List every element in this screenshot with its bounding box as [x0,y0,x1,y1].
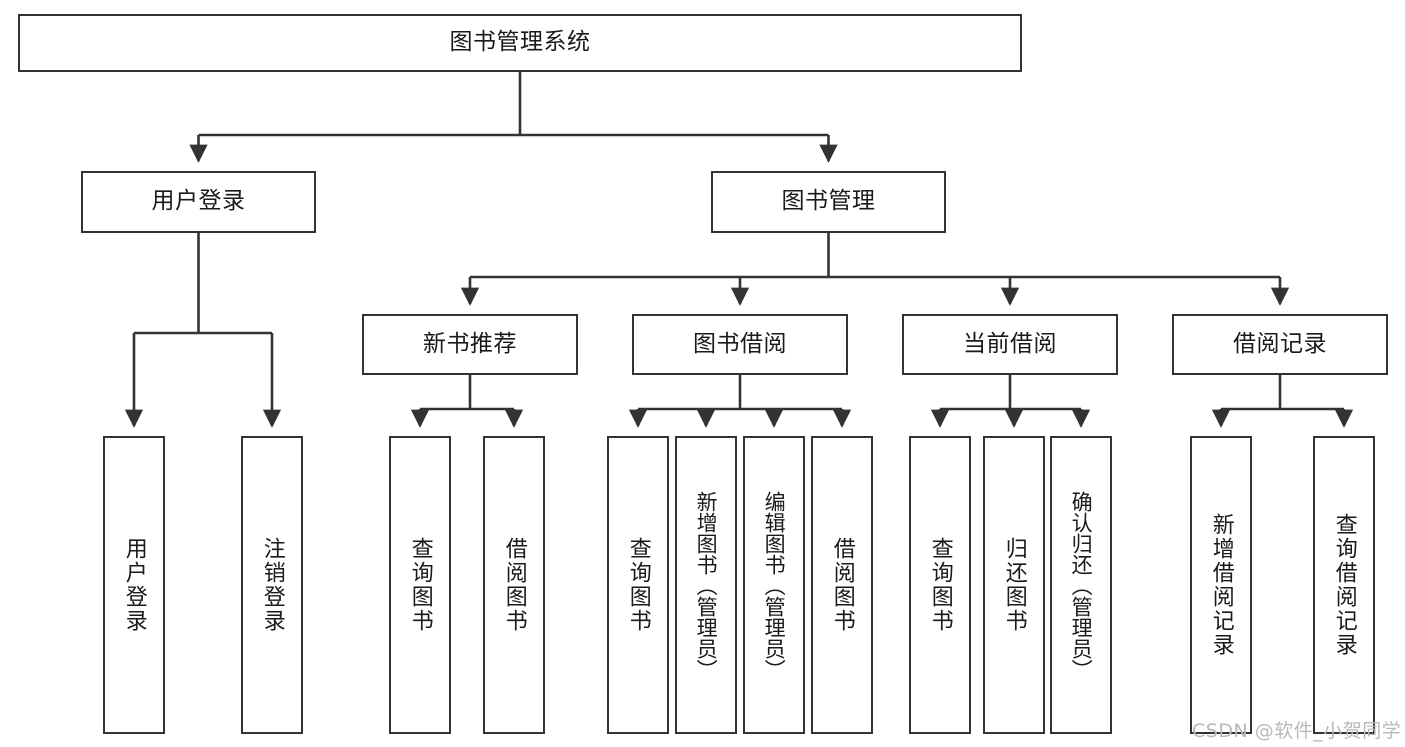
leaf-borrow-book-recommend[interactable]: 借阅图书 [483,436,545,734]
node-new-book-recommend[interactable]: 新书推荐 [362,314,578,375]
csdn-watermark: CSDN @软件_小贺同学 [1192,720,1402,742]
leaf-label: 查询图书 [927,537,953,633]
leaf-confirm-return-admin[interactable]: 确认归还（管理员） [1050,436,1112,734]
leaf-label: 借阅图书 [501,537,527,633]
leaf-label: 查询图书 [407,537,433,633]
leaf-add-book-admin[interactable]: 新增图书（管理员） [675,436,737,734]
node-user-login-label: 用户登录 [151,188,246,215]
node-book-management-label: 图书管理 [781,188,876,215]
node-book-management[interactable]: 图书管理 [711,171,946,233]
leaf-label: 新增图书（管理员） [694,490,719,680]
leaf-label: 归还图书 [1001,537,1027,633]
leaf-edit-book-admin[interactable]: 编辑图书（管理员） [743,436,805,734]
node-user-login[interactable]: 用户登录 [81,171,316,233]
node-current-borrow[interactable]: 当前借阅 [902,314,1118,375]
leaf-query-book-recommend[interactable]: 查询图书 [389,436,451,734]
node-borrow-record[interactable]: 借阅记录 [1172,314,1388,375]
node-book-borrow[interactable]: 图书借阅 [632,314,848,375]
node-book-borrow-label: 图书借阅 [693,330,787,357]
node-root[interactable]: 图书管理系统 [18,14,1022,72]
node-new-book-recommend-label: 新书推荐 [423,330,517,357]
leaf-query-borrow-record[interactable]: 查询借阅记录 [1313,436,1375,734]
leaf-label: 新增借阅记录 [1208,513,1234,657]
leaf-label: 确认归还（管理员） [1069,490,1094,680]
leaf-query-book[interactable]: 查询图书 [607,436,669,734]
node-root-label: 图书管理系统 [449,29,591,56]
leaf-label: 用户登录 [121,537,147,633]
node-borrow-record-label: 借阅记录 [1233,330,1327,357]
leaf-add-borrow-record[interactable]: 新增借阅记录 [1190,436,1252,734]
leaf-label: 借阅图书 [829,537,855,633]
leaf-return-book[interactable]: 归还图书 [983,436,1045,734]
leaf-logout[interactable]: 注销登录 [241,436,303,734]
leaf-borrow-book[interactable]: 借阅图书 [811,436,873,734]
node-current-borrow-label: 当前借阅 [963,330,1057,357]
leaf-label: 编辑图书（管理员） [762,490,787,680]
leaf-label: 注销登录 [259,537,285,633]
leaf-label: 查询借阅记录 [1331,513,1357,657]
leaf-user-login[interactable]: 用户登录 [103,436,165,734]
leaf-label: 查询图书 [625,537,651,633]
leaf-query-book-current[interactable]: 查询图书 [909,436,971,734]
